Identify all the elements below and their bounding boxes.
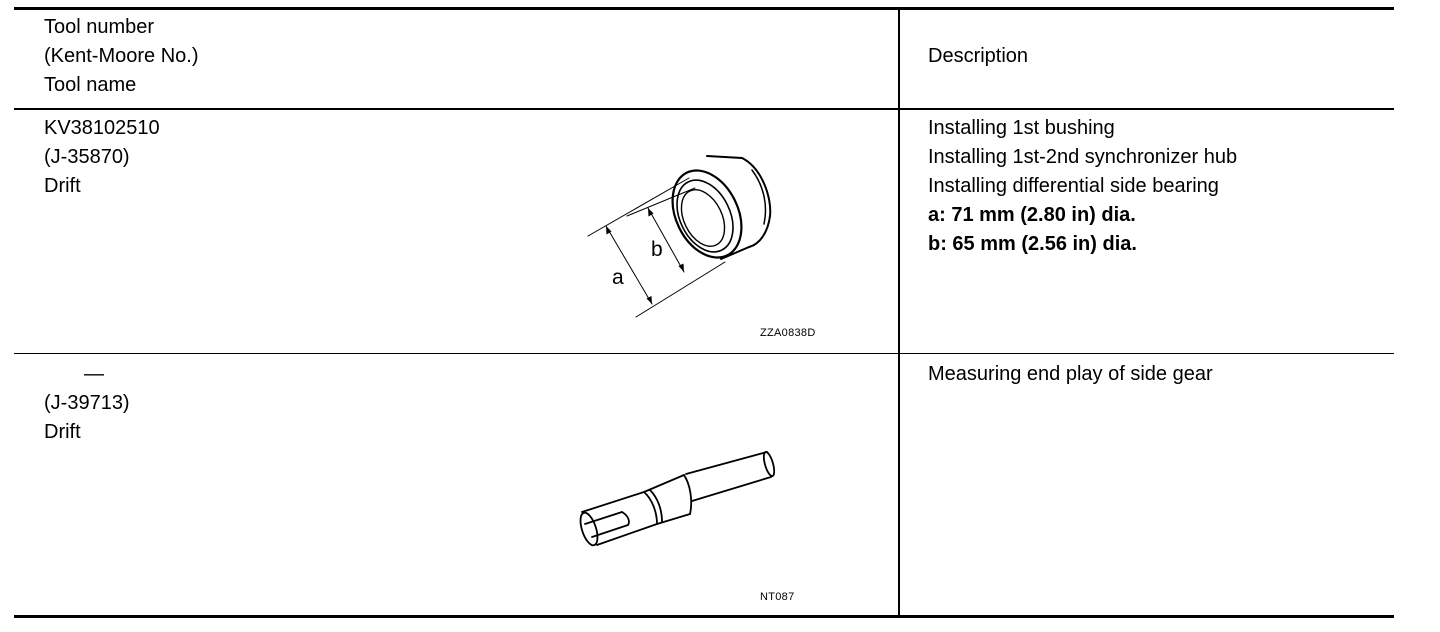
row2-kent-moore-no: (J-39713) <box>44 392 130 414</box>
header-tool-number: Tool number <box>44 16 155 38</box>
dimension-a-label: a <box>612 266 624 289</box>
row2-tool-name: Drift <box>44 421 81 443</box>
dimension-b-arrow-top <box>648 208 654 217</box>
header-tool-name: Tool name <box>44 74 137 96</box>
row1-tool-info: KV38102510 (J-35870) Drift <box>44 114 160 201</box>
row1-description: Installing 1st bushing Installing 1st-2n… <box>928 114 1237 259</box>
row1-image-code: ZZA0838D <box>760 327 816 339</box>
row-divider <box>14 353 1394 354</box>
pin-tip-slot-bottom <box>591 524 629 538</box>
dimension-a-ext-bottom <box>635 261 726 318</box>
dimension-b-ext-top <box>626 187 696 217</box>
dimension-b-label: b <box>651 238 663 261</box>
column-divider <box>898 8 900 616</box>
table-top-border <box>14 7 1394 10</box>
pin-tip-bottom <box>596 523 658 546</box>
dimension-a-line <box>605 225 653 305</box>
dimension-a-arrow-top <box>606 226 612 235</box>
row2-description: Measuring end play of side gear <box>928 360 1213 389</box>
pin-tip-top <box>581 491 645 513</box>
dimension-a-arrow-bottom <box>646 296 652 304</box>
header-description: Description <box>928 45 1029 67</box>
row1-spec-b: b: 65 mm (2.56 in) dia. <box>928 233 1137 255</box>
pin-collar-front-ridge <box>649 489 663 523</box>
row1-description-line: Installing 1st bushing <box>928 117 1115 139</box>
dimension-b-line <box>647 207 685 273</box>
row2-image-code: NT087 <box>760 591 795 603</box>
pin-shaft-end <box>762 451 776 477</box>
pin-tip-end <box>579 511 599 547</box>
row2-tool-info: — (J-39713) Drift <box>44 360 130 447</box>
row1-description-line: Installing 1st-2nd synchronizer hub <box>928 146 1238 168</box>
header-bottom-border <box>14 108 1394 110</box>
header-tool-column: Tool number (Kent-Moore No.) Tool name <box>44 13 199 100</box>
bushing-middle-ring <box>676 179 734 253</box>
row1-tool-number: KV38102510 <box>44 117 160 139</box>
pin-shaft-bottom <box>691 476 772 502</box>
pin-collar-front <box>643 491 658 525</box>
row1-description-line: Installing differential side bearing <box>928 175 1219 197</box>
pin-collar-back <box>683 474 693 515</box>
bushing-back-rim-step <box>751 169 767 225</box>
bushing-back-rim <box>741 157 772 248</box>
pin-collar-top <box>643 474 685 493</box>
row2-tool-number: — <box>84 363 104 385</box>
bushing-body-top-edge <box>706 155 743 159</box>
bushing-outer-face <box>671 169 743 259</box>
row2-description-line: Measuring end play of side gear <box>928 363 1213 385</box>
table-bottom-border <box>14 615 1394 618</box>
dimension-b-arrow-bottom <box>678 263 684 272</box>
dimension-a-ext-top <box>587 177 690 237</box>
row1-spec-a: a: 71 mm (2.80 in) dia. <box>928 204 1136 226</box>
pin-tip-slot-end <box>621 511 630 526</box>
header-kent-moore-no: (Kent-Moore No.) <box>44 45 199 67</box>
pin-shaft-top <box>685 451 768 475</box>
bushing-inner-bore <box>680 189 726 247</box>
pin-tip-slot-top <box>584 511 623 525</box>
row1-tool-name: Drift <box>44 175 81 197</box>
row1-kent-moore-no: (J-35870) <box>44 146 130 168</box>
